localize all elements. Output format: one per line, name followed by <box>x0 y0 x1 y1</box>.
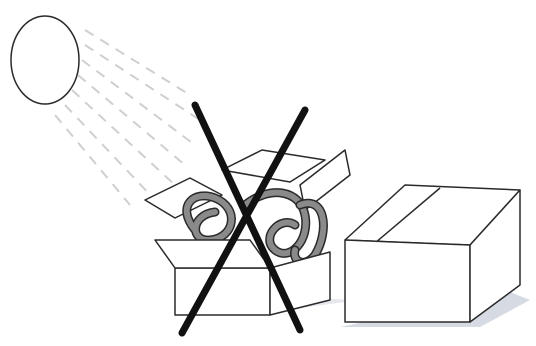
open-box-with-cable <box>145 150 350 315</box>
closed-box <box>345 185 520 322</box>
closed-box-front <box>345 240 470 322</box>
box-front <box>175 268 270 315</box>
box-flap-front <box>155 240 270 268</box>
sun-icon <box>11 16 79 104</box>
